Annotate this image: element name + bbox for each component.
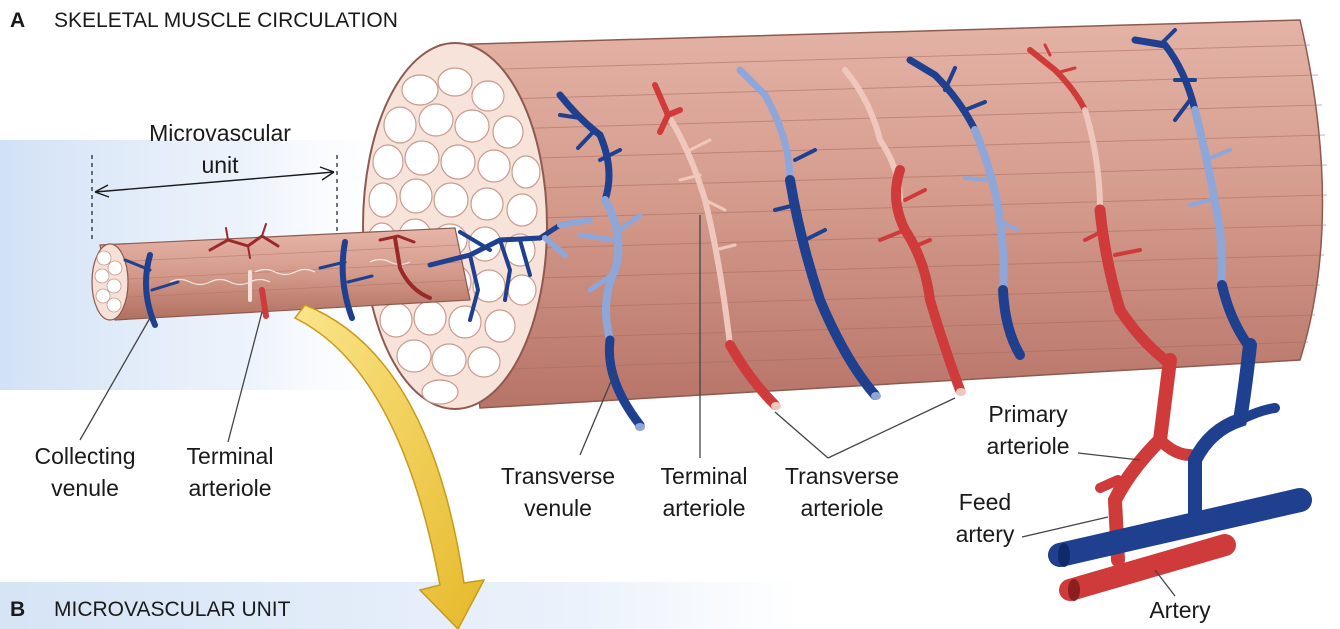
label-line: arteriole — [762, 492, 922, 524]
label-line: arteriole — [160, 472, 300, 504]
panel-b-letter: B — [10, 598, 54, 622]
label-line: Collecting — [10, 440, 160, 472]
label-line: venule — [478, 492, 638, 524]
label-terminal-arteriole-center: Terminal arteriole — [634, 460, 774, 524]
label-terminal-arteriole-left: Terminal arteriole — [160, 440, 300, 504]
panel-b-title: MICROVASCULAR UNIT — [54, 598, 290, 621]
label-transverse-arteriole: Transverse arteriole — [762, 460, 922, 524]
label-primary-arteriole: Primary arteriole — [968, 398, 1088, 462]
label-feed-artery: Feed artery — [940, 486, 1030, 550]
label-line: Transverse — [762, 460, 922, 492]
label-line: arteriole — [968, 430, 1088, 462]
label-line: arteriole — [634, 492, 774, 524]
label-line: Terminal — [634, 460, 774, 492]
label-artery: Artery — [1130, 594, 1230, 626]
label-line: venule — [10, 472, 160, 504]
label-microvascular-unit: Microvascular unit — [110, 117, 330, 181]
label-line: unit — [110, 149, 330, 181]
panel-a-title: SKELETAL MUSCLE CIRCULATION — [54, 9, 398, 32]
label-transverse-venule: Transverse venule — [478, 460, 638, 524]
label-line: Primary — [968, 398, 1088, 430]
label-line: artery — [940, 518, 1030, 550]
panel-a-letter: A — [10, 9, 54, 33]
label-line: Feed — [940, 486, 1030, 518]
label-line: Microvascular — [110, 117, 330, 149]
label-collecting-venule: Collecting venule — [10, 440, 160, 504]
label-line: Terminal — [160, 440, 300, 472]
label-line: Transverse — [478, 460, 638, 492]
